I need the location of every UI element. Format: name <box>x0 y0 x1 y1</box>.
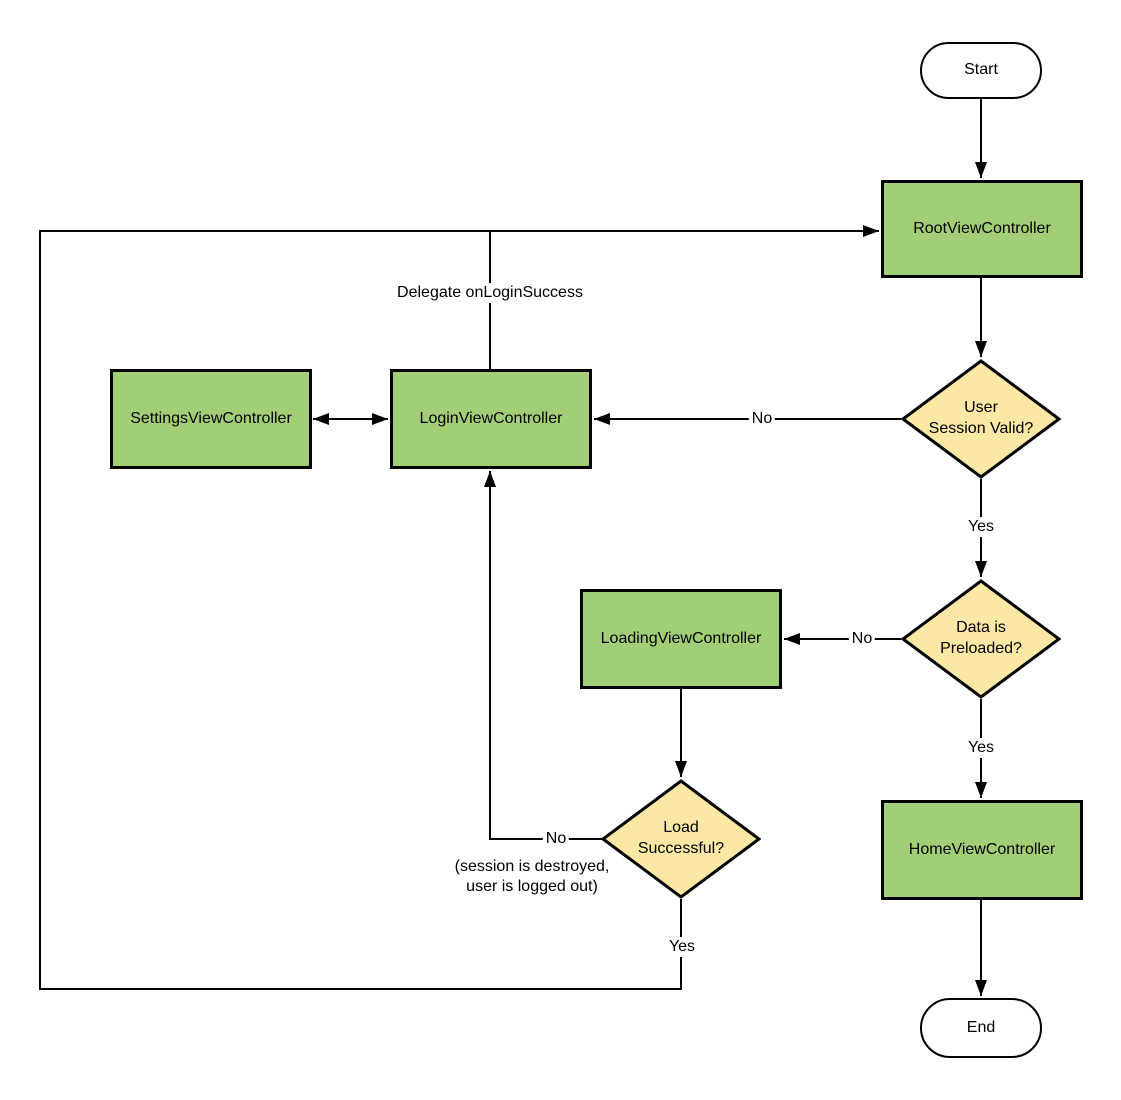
edge-load-successful-yes-to-root-loop <box>39 225 879 990</box>
edge-label-preloaded-no: No <box>848 629 876 649</box>
node-data-is-preloaded-label: Data is Preloaded? <box>940 619 1022 657</box>
node-load-successful-label: Load Successful? <box>637 819 725 857</box>
decision-diamond-shape <box>901 359 1061 479</box>
edge-label-load-successful-no: No <box>542 829 570 849</box>
node-end: End <box>920 998 1042 1058</box>
node-user-session-valid-label: User Session Valid? <box>928 399 1034 437</box>
node-loading-label: LoadingViewController <box>600 629 762 647</box>
node-login-label: LoginViewController <box>419 409 563 427</box>
edge-label-delegate-on-login-success: Delegate onLoginSuccess <box>394 283 586 303</box>
node-user-session-valid: User Session Valid? <box>901 359 1061 479</box>
node-login-view-controller: LoginViewController <box>390 369 592 469</box>
node-start: Start <box>920 42 1042 99</box>
node-home-label: HomeViewController <box>908 840 1056 858</box>
node-root-label: RootViewController <box>913 219 1051 237</box>
edge-label-load-successful-yes: Yes <box>665 937 699 957</box>
node-load-successful: Load Successful? <box>601 779 761 899</box>
node-loading-view-controller: LoadingViewController <box>580 589 782 689</box>
edge-label-session-valid-yes: Yes <box>964 517 998 537</box>
edge-label-session-destroyed-note: (session is destroyed, user is logged ou… <box>451 857 613 897</box>
node-settings-label: SettingsViewController <box>130 409 292 427</box>
edge-label-session-valid-no: No <box>748 409 776 429</box>
node-home-view-controller: HomeViewController <box>881 800 1083 900</box>
node-end-label: End <box>966 1018 996 1036</box>
node-settings-view-controller: SettingsViewController <box>110 369 312 469</box>
node-data-is-preloaded: Data is Preloaded? <box>901 579 1061 699</box>
node-start-label: Start <box>964 61 998 79</box>
edge-label-preloaded-yes: Yes <box>964 738 998 758</box>
decision-diamond-shape <box>901 579 1061 699</box>
decision-diamond-shape <box>601 779 761 899</box>
node-root-view-controller: RootViewController <box>881 180 1083 278</box>
